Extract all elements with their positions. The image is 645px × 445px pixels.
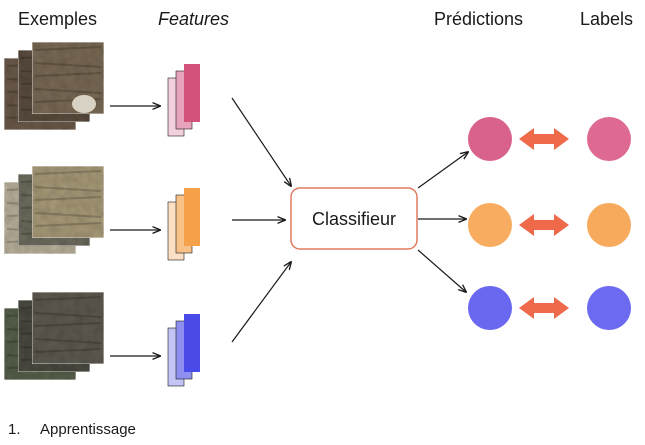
arrow-classifier-to-prediction (417, 249, 466, 292)
example-image-blue (31, 291, 105, 365)
example-image-orange (31, 165, 105, 239)
prediction-circle-pink (468, 117, 512, 161)
feature-bar-pink (184, 64, 200, 122)
outputs (468, 117, 631, 330)
prediction-circle-blue (468, 286, 512, 330)
label-circle-orange (587, 203, 631, 247)
arrow-feature-to-classifier (231, 262, 291, 343)
label-circle-blue (587, 286, 631, 330)
header-predictions: Prédictions (434, 9, 524, 29)
footer-step: 1. Apprentissage (8, 421, 136, 438)
example-image-stacks (3, 41, 105, 381)
double-arrow-pink (519, 128, 569, 150)
feature-bar-orange (184, 188, 200, 246)
example-highlight (72, 95, 96, 113)
connection-arrows (110, 97, 468, 356)
double-arrow-blue (519, 297, 569, 319)
arrow-feature-to-classifier (231, 97, 291, 186)
feature-bar-blue (184, 314, 200, 372)
label-circle-pink (587, 117, 631, 161)
double-arrow-orange (519, 214, 569, 236)
classifier-label: Classifieur (312, 209, 396, 229)
prediction-circle-orange (468, 203, 512, 247)
arrow-classifier-to-prediction (417, 152, 468, 189)
header-features: Features (158, 9, 230, 29)
classifier-box: Classifieur (290, 187, 418, 250)
header-labels: Labels (580, 9, 634, 29)
header-examples: Exemples (18, 9, 98, 29)
feature-stacks (167, 64, 200, 387)
footer-text: Apprentissage (40, 421, 136, 438)
footer-number: 1. (8, 421, 21, 438)
